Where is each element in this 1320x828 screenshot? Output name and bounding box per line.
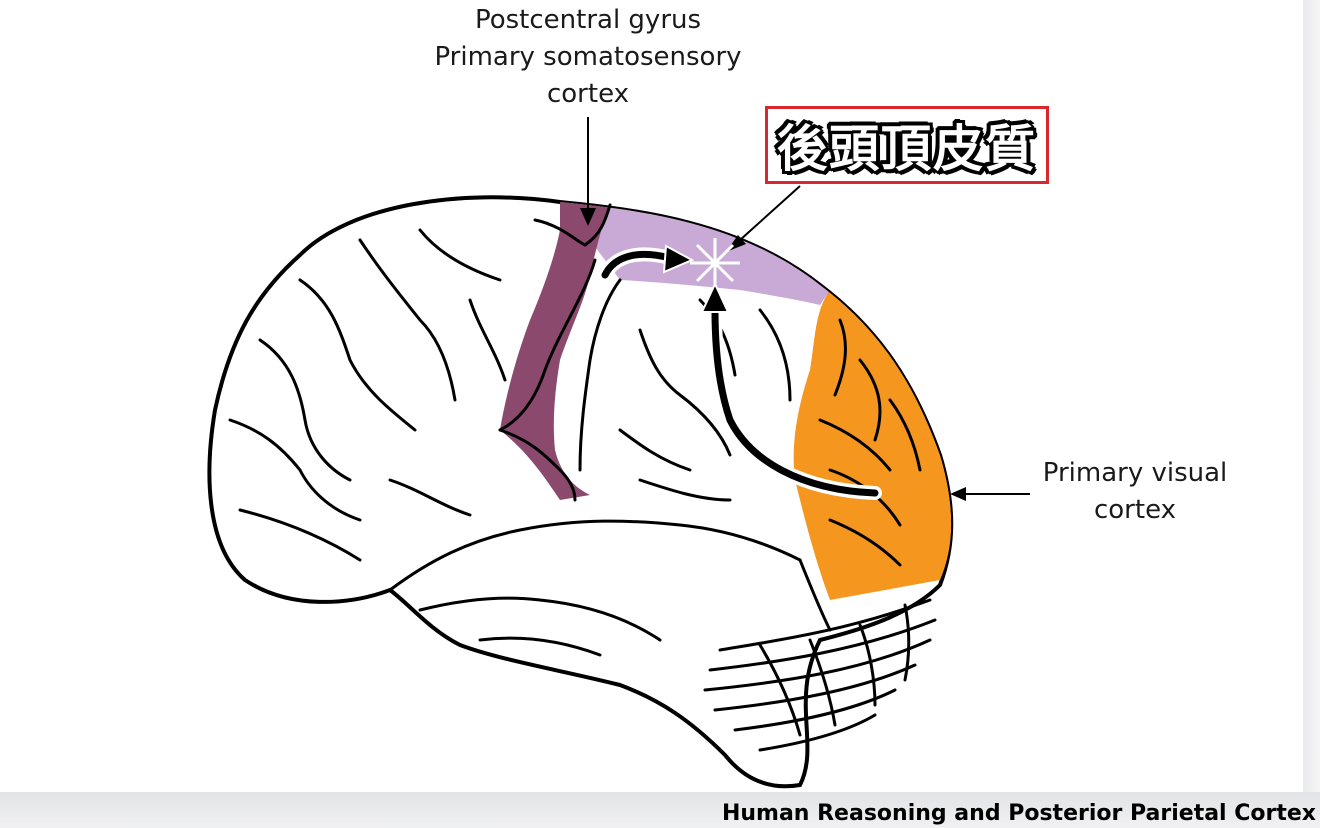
flow-arrow-somatosensory	[598, 244, 695, 282]
pointer-visual	[950, 487, 1030, 501]
flow-arrow-visual	[700, 281, 882, 500]
label-line: cortex	[1093, 495, 1176, 525]
bottom-edge-strip	[0, 792, 1320, 828]
label-line: Primary visual	[1042, 458, 1228, 488]
label-line: Postcentral gyrus	[474, 5, 702, 35]
slide-canvas: Postcentral gyrus Primary somatosensory …	[0, 0, 1303, 792]
callout-box: 後頭頂皮質	[765, 106, 1049, 184]
visual-cortex-region	[793, 290, 952, 600]
pointer-postcentral	[580, 117, 596, 226]
callout-text: 後頭頂皮質	[777, 120, 1037, 178]
pointer-callout	[726, 185, 801, 252]
right-edge-strip	[1303, 0, 1320, 828]
label-postcentral-gyrus: Postcentral gyrus Primary somatosensory …	[418, 2, 758, 113]
video-caption: Human Reasoning and Posterior Parietal C…	[721, 801, 1316, 826]
label-line: cortex	[546, 79, 629, 109]
label-primary-visual-cortex: Primary visual cortex	[1030, 455, 1240, 529]
label-line: Primary somatosensory	[434, 42, 742, 72]
brain-diagram	[207, 117, 1030, 789]
brain-folds	[228, 203, 937, 752]
posterior-parietal-region	[560, 200, 830, 305]
integration-star	[690, 238, 740, 288]
